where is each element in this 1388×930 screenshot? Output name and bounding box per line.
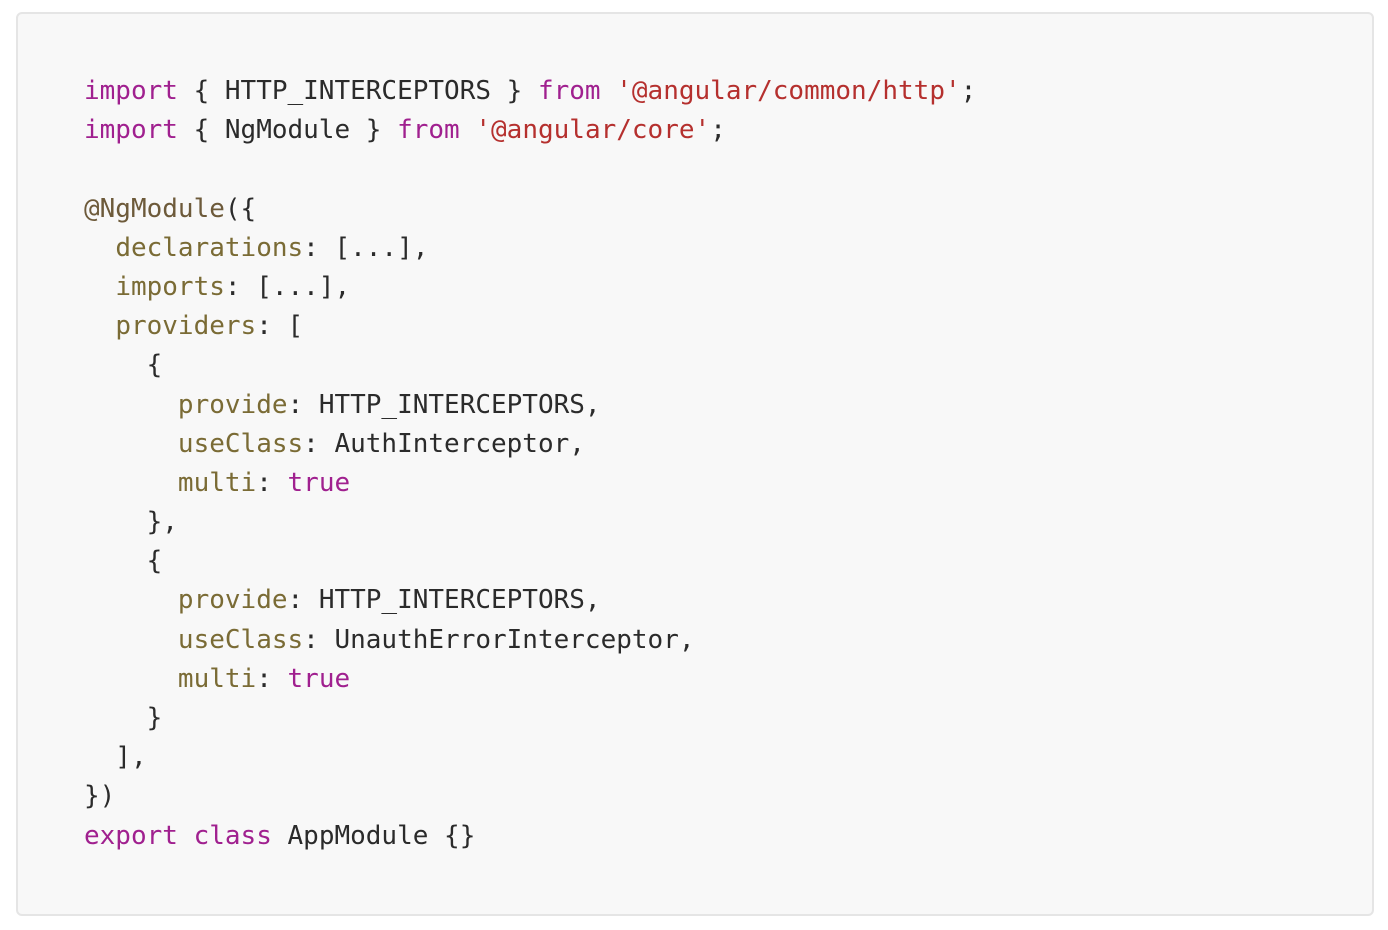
code-identifier: NgModule <box>224 115 351 146</box>
code-punctuation: , <box>584 585 601 616</box>
code-line: useClass: UnauthErrorInterceptor, <box>84 621 976 660</box>
code-punctuation: , <box>678 624 695 655</box>
code-line: declarations: [...], <box>84 229 976 268</box>
code-punctuation <box>272 821 288 851</box>
code-identifier: HTTP_INTERCEPTORS <box>318 585 585 616</box>
code-punctuation <box>84 429 178 459</box>
code-line: multi: true <box>84 464 976 503</box>
code-punctuation: { <box>177 76 225 106</box>
code-keyword: from <box>537 76 601 106</box>
code-identifier: AuthInterceptor <box>334 428 570 459</box>
code-identifier: HTTP_INTERCEPTORS <box>224 76 491 106</box>
code-punctuation <box>601 76 617 106</box>
code-punctuation: : <box>303 624 335 655</box>
code-property: imports <box>115 271 225 302</box>
code-keyword: from <box>397 115 460 146</box>
code-punctuation: ], <box>84 742 147 773</box>
code-punctuation <box>84 625 178 655</box>
code-line: import { HTTP_INTERCEPTORS } from '@angu… <box>84 72 976 111</box>
code-line: }, <box>84 503 976 542</box>
code-punctuation: { <box>84 350 163 381</box>
code-punctuation: : [...], <box>303 232 429 263</box>
code-line: multi: true <box>84 660 976 699</box>
code-keyword: import <box>84 115 178 146</box>
code-identifier: UnauthErrorInterceptor <box>334 624 679 655</box>
code-property: providers <box>115 311 257 342</box>
code-line: useClass: AuthInterceptor, <box>84 425 976 464</box>
code-punctuation: : <box>287 585 319 616</box>
code-decorator: @NgModule <box>84 193 225 224</box>
code-keyword: true <box>287 663 351 694</box>
code-punctuation: ; <box>960 76 977 106</box>
code-punctuation: { <box>177 115 225 146</box>
code-punctuation: : <box>287 389 319 420</box>
code-property: useClass <box>177 624 304 655</box>
code-line: }) <box>84 777 976 816</box>
code-punctuation <box>178 821 194 851</box>
code-line: } <box>84 699 976 738</box>
code-line: provide: HTTP_INTERCEPTORS, <box>84 581 976 620</box>
code-keyword: class <box>193 820 272 851</box>
code-string: '@angular/common/http' <box>616 76 961 106</box>
code-line: provide: HTTP_INTERCEPTORS, <box>84 386 976 425</box>
code-punctuation: : <box>256 663 288 694</box>
code-property: declarations <box>115 232 304 263</box>
code-punctuation: }) <box>84 781 116 812</box>
code-punctuation: {} <box>428 820 476 851</box>
code-keyword: export <box>84 820 178 851</box>
code-property: provide <box>177 585 288 616</box>
code-punctuation: : [...], <box>224 271 351 302</box>
code-string: '@angular/core' <box>475 115 711 146</box>
code-punctuation: , <box>584 389 601 420</box>
code-punctuation: } <box>491 76 538 106</box>
code-punctuation <box>84 233 115 263</box>
code-keyword: true <box>287 467 351 498</box>
code-punctuation: : <box>256 467 288 498</box>
code-punctuation <box>84 272 115 302</box>
code-line: ], <box>84 738 976 777</box>
code-punctuation: : <box>303 428 335 459</box>
code-line: import { NgModule } from '@angular/core'… <box>84 111 976 150</box>
code-line: export class AppModule {} <box>84 817 976 856</box>
code-line <box>84 150 976 189</box>
code-punctuation: } <box>84 703 163 733</box>
code-punctuation: ; <box>710 115 726 146</box>
code-property: provide <box>177 389 288 420</box>
code-line: providers: [ <box>84 307 976 346</box>
code-punctuation <box>84 311 115 341</box>
code-line: { <box>84 346 976 385</box>
code-punctuation: : [ <box>256 311 304 342</box>
code-keyword: import <box>84 76 178 106</box>
code-punctuation: ({ <box>224 193 257 224</box>
code-identifier: AppModule <box>287 820 429 851</box>
code-block: import { HTTP_INTERCEPTORS } from '@angu… <box>16 12 1374 916</box>
code-property: useClass <box>177 428 304 459</box>
code-punctuation: , <box>569 428 585 459</box>
code-punctuation <box>460 115 476 145</box>
code-identifier: HTTP_INTERCEPTORS <box>318 389 585 420</box>
code-punctuation <box>84 390 178 420</box>
code-punctuation: } <box>350 115 398 146</box>
code-punctuation: }, <box>84 507 178 538</box>
code-property: multi <box>177 467 257 498</box>
code-punctuation <box>84 468 178 498</box>
code-punctuation <box>84 664 178 694</box>
code-line: { <box>84 542 976 581</box>
code-line: @NgModule({ <box>84 190 976 229</box>
code-line: imports: [...], <box>84 268 976 307</box>
code-punctuation <box>84 585 178 615</box>
code-content[interactable]: import { HTTP_INTERCEPTORS } from '@angu… <box>84 72 976 856</box>
code-property: multi <box>177 663 257 694</box>
code-punctuation: { <box>84 546 163 577</box>
